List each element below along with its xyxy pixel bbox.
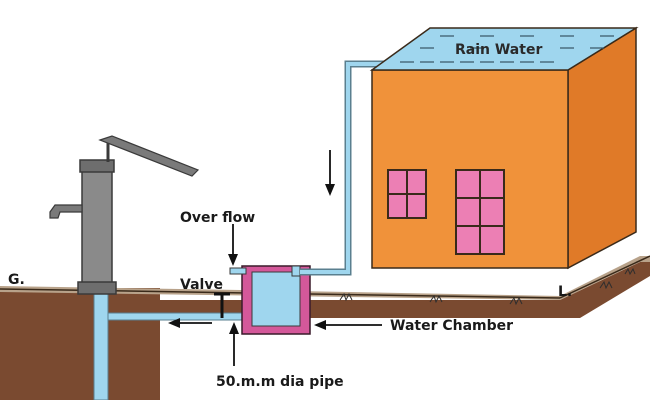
roof-tank [369,27,639,71]
roof-water-ripples [400,35,614,63]
ground-surface [0,256,650,300]
pump-handle [98,135,200,177]
hand-pump [49,135,200,400]
downpipe-fill [300,62,392,274]
label-ground-left: G. [8,272,25,288]
chamber-water [251,271,301,327]
arrow-water-chamber [314,320,382,330]
pump-body [81,169,113,289]
arrow-pipe-left [168,318,212,328]
soil-left [0,288,160,400]
ground-line-right [559,255,650,299]
label-overflow: Over flow [180,210,255,226]
water-chamber [229,265,311,335]
arrow-overflow [228,224,238,266]
arrows [168,150,382,366]
label-pipe: 50.m.m dia pipe [216,374,344,390]
label-valve: Valve [180,277,223,293]
overflow-pipe [229,267,247,275]
pump-spout [49,204,83,219]
inlet-pipe-stub [291,265,301,277]
label-water-chamber: Water Chamber [390,318,513,334]
pump-underground-pipe [93,289,109,400]
pump-cap [79,159,115,173]
label-rain-water: Rain Water [455,42,542,58]
label-ground-right: L. [558,284,572,300]
arrow-pipe-up [229,322,239,366]
window-small [387,169,427,219]
arrow-down-flow [325,150,335,196]
window-large [455,169,505,255]
house [369,26,639,270]
downpipe [300,60,392,276]
valve [214,292,230,318]
pump-base [77,281,117,295]
